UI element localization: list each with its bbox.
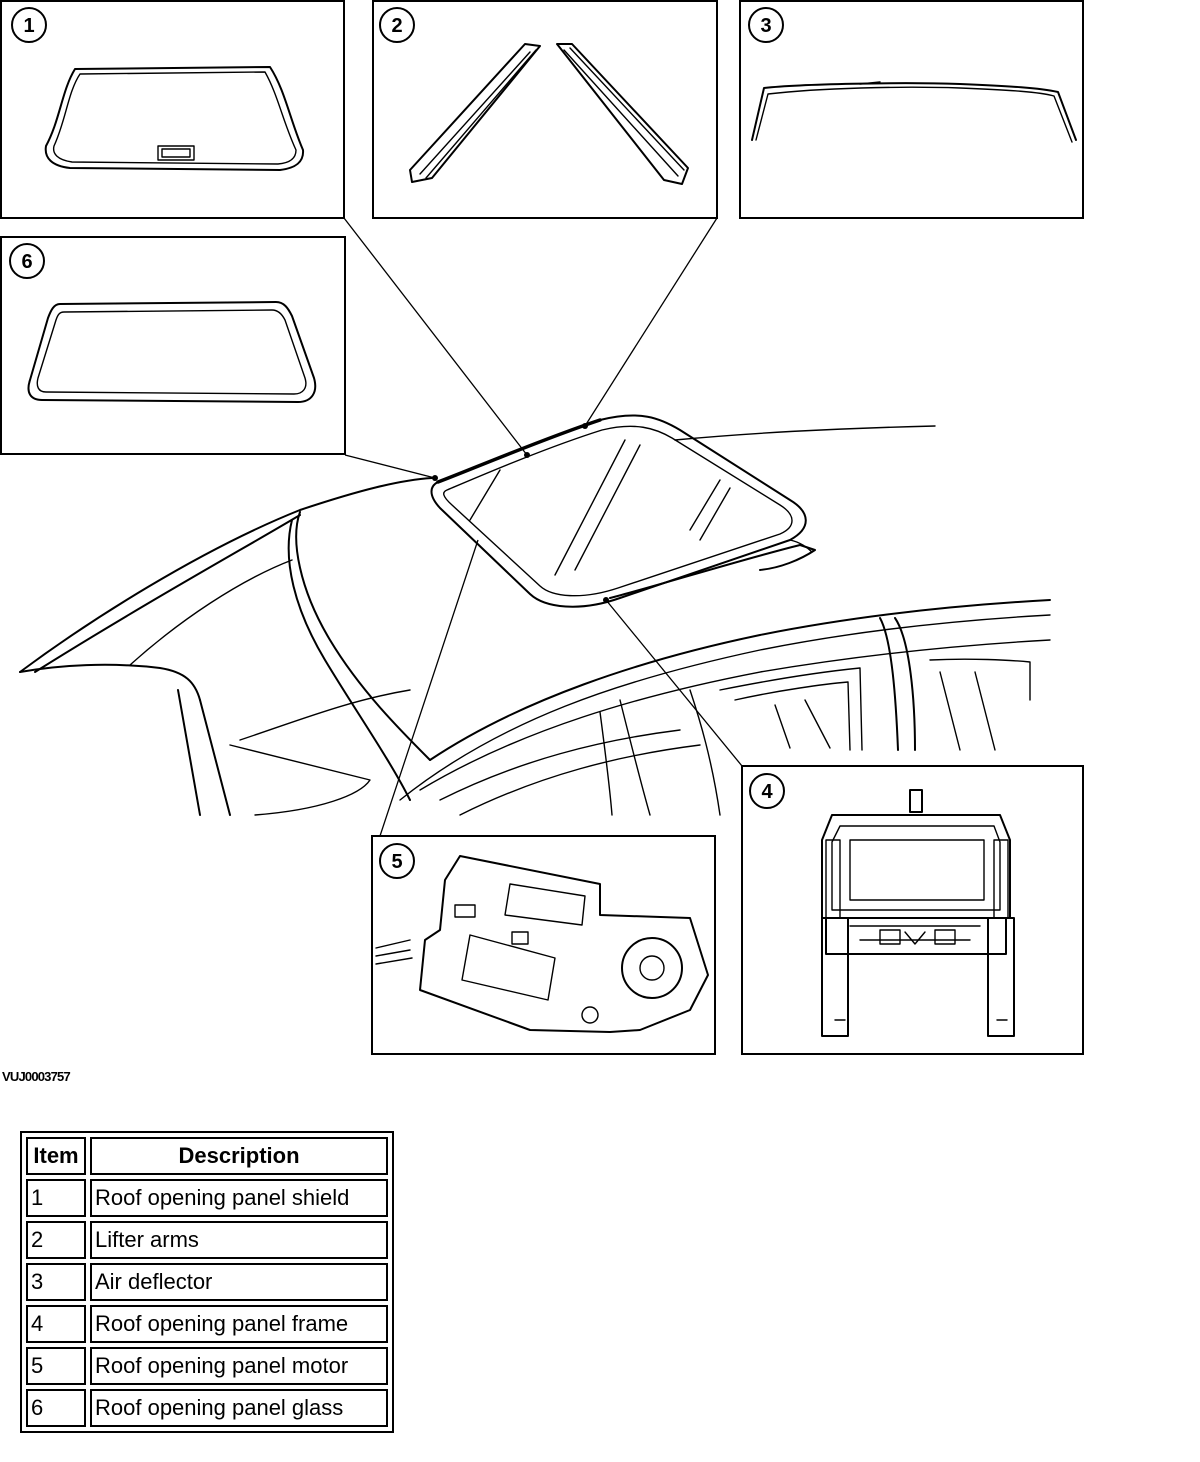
exploded-parts-diagram: 1 2 3 6 4 [0, 0, 1084, 1055]
legend-item-description: Roof opening panel glass [90, 1389, 388, 1427]
table-row: 1 Roof opening panel shield [26, 1179, 388, 1217]
callout-2-lifter-arms: 2 [372, 0, 718, 219]
table-row: 4 Roof opening panel frame [26, 1305, 388, 1343]
legend-item-number: 5 [26, 1347, 86, 1385]
legend-header-row: Item Description [26, 1137, 388, 1175]
callout-3-air-deflector: 3 [739, 0, 1084, 219]
callout-4-frame: 4 [741, 765, 1084, 1055]
callout-number-6: 6 [21, 251, 32, 273]
legend-item-description: Lifter arms [90, 1221, 388, 1259]
table-row: 3 Air deflector [26, 1263, 388, 1301]
legend-item-description: Roof opening panel motor [90, 1347, 388, 1385]
legend-item-number: 4 [26, 1305, 86, 1343]
legend-header-item: Item [26, 1137, 86, 1175]
leader-lines [343, 217, 743, 837]
legend-item-description: Air deflector [90, 1263, 388, 1301]
figure-reference-code: VUJ0003757 [2, 1069, 71, 1084]
legend-item-description: Roof opening panel frame [90, 1305, 388, 1343]
callout-1-shield: 1 [0, 0, 345, 219]
callout-number-2: 2 [391, 15, 402, 37]
legend-table: Item Description 1 Roof opening panel sh… [20, 1131, 394, 1433]
table-row: 2 Lifter arms [26, 1221, 388, 1259]
legend-item-number: 6 [26, 1389, 86, 1427]
callout-number-4: 4 [761, 781, 773, 803]
vehicle-roof-illustration [19, 414, 1051, 816]
legend-item-number: 3 [26, 1263, 86, 1301]
table-row: 6 Roof opening panel glass [26, 1389, 388, 1427]
legend-item-description: Roof opening panel shield [90, 1179, 388, 1217]
callout-number-3: 3 [760, 15, 771, 37]
callout-number-1: 1 [23, 15, 34, 37]
legend-header-description: Description [90, 1137, 388, 1175]
legend-item-number: 1 [26, 1179, 86, 1217]
table-row: 5 Roof opening panel motor [26, 1347, 388, 1385]
callout-number-5: 5 [391, 851, 402, 873]
callout-5-motor: 5 [371, 835, 716, 1055]
callout-6-glass: 6 [0, 236, 346, 455]
legend-item-number: 2 [26, 1221, 86, 1259]
